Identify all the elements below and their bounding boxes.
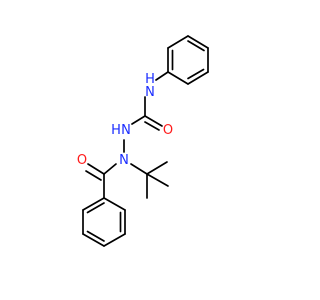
bond [103, 163, 117, 175]
bond-double-inner [187, 40, 205, 52]
bond [103, 197, 126, 211]
atom-n-hydrazine-1: N [121, 123, 131, 138]
bond [87, 163, 105, 175]
bond [155, 71, 169, 81]
bond [130, 163, 148, 175]
bonds [82, 35, 209, 247]
bond [144, 121, 160, 131]
atom-o-urea: O [163, 123, 173, 138]
bond [167, 35, 189, 49]
bond [144, 115, 163, 127]
molecule-diagram: H N O H N N O [77, 35, 209, 247]
bond [167, 71, 189, 85]
atom-labels: H N O H N N O [77, 72, 173, 168]
bond [82, 233, 105, 247]
bond [146, 173, 169, 187]
structure-canvas: H N O H N N O [76, 35, 209, 247]
bond [187, 35, 209, 49]
atom-n-hydrazine-2: N [119, 153, 129, 168]
atom-o-amide: O [77, 153, 87, 168]
bond [146, 161, 168, 175]
atom-h-amine: H [145, 72, 155, 87]
bond-double-inner [86, 230, 105, 242]
bond-double-inner [187, 68, 205, 80]
atom-h-hydrazine: H [111, 123, 121, 138]
bond-double-inner [86, 202, 105, 214]
bond [85, 170, 102, 181]
bond [82, 197, 105, 211]
bond [131, 115, 146, 125]
bond [187, 71, 209, 85]
bond [103, 233, 126, 247]
atom-n-amine: N [145, 85, 155, 100]
